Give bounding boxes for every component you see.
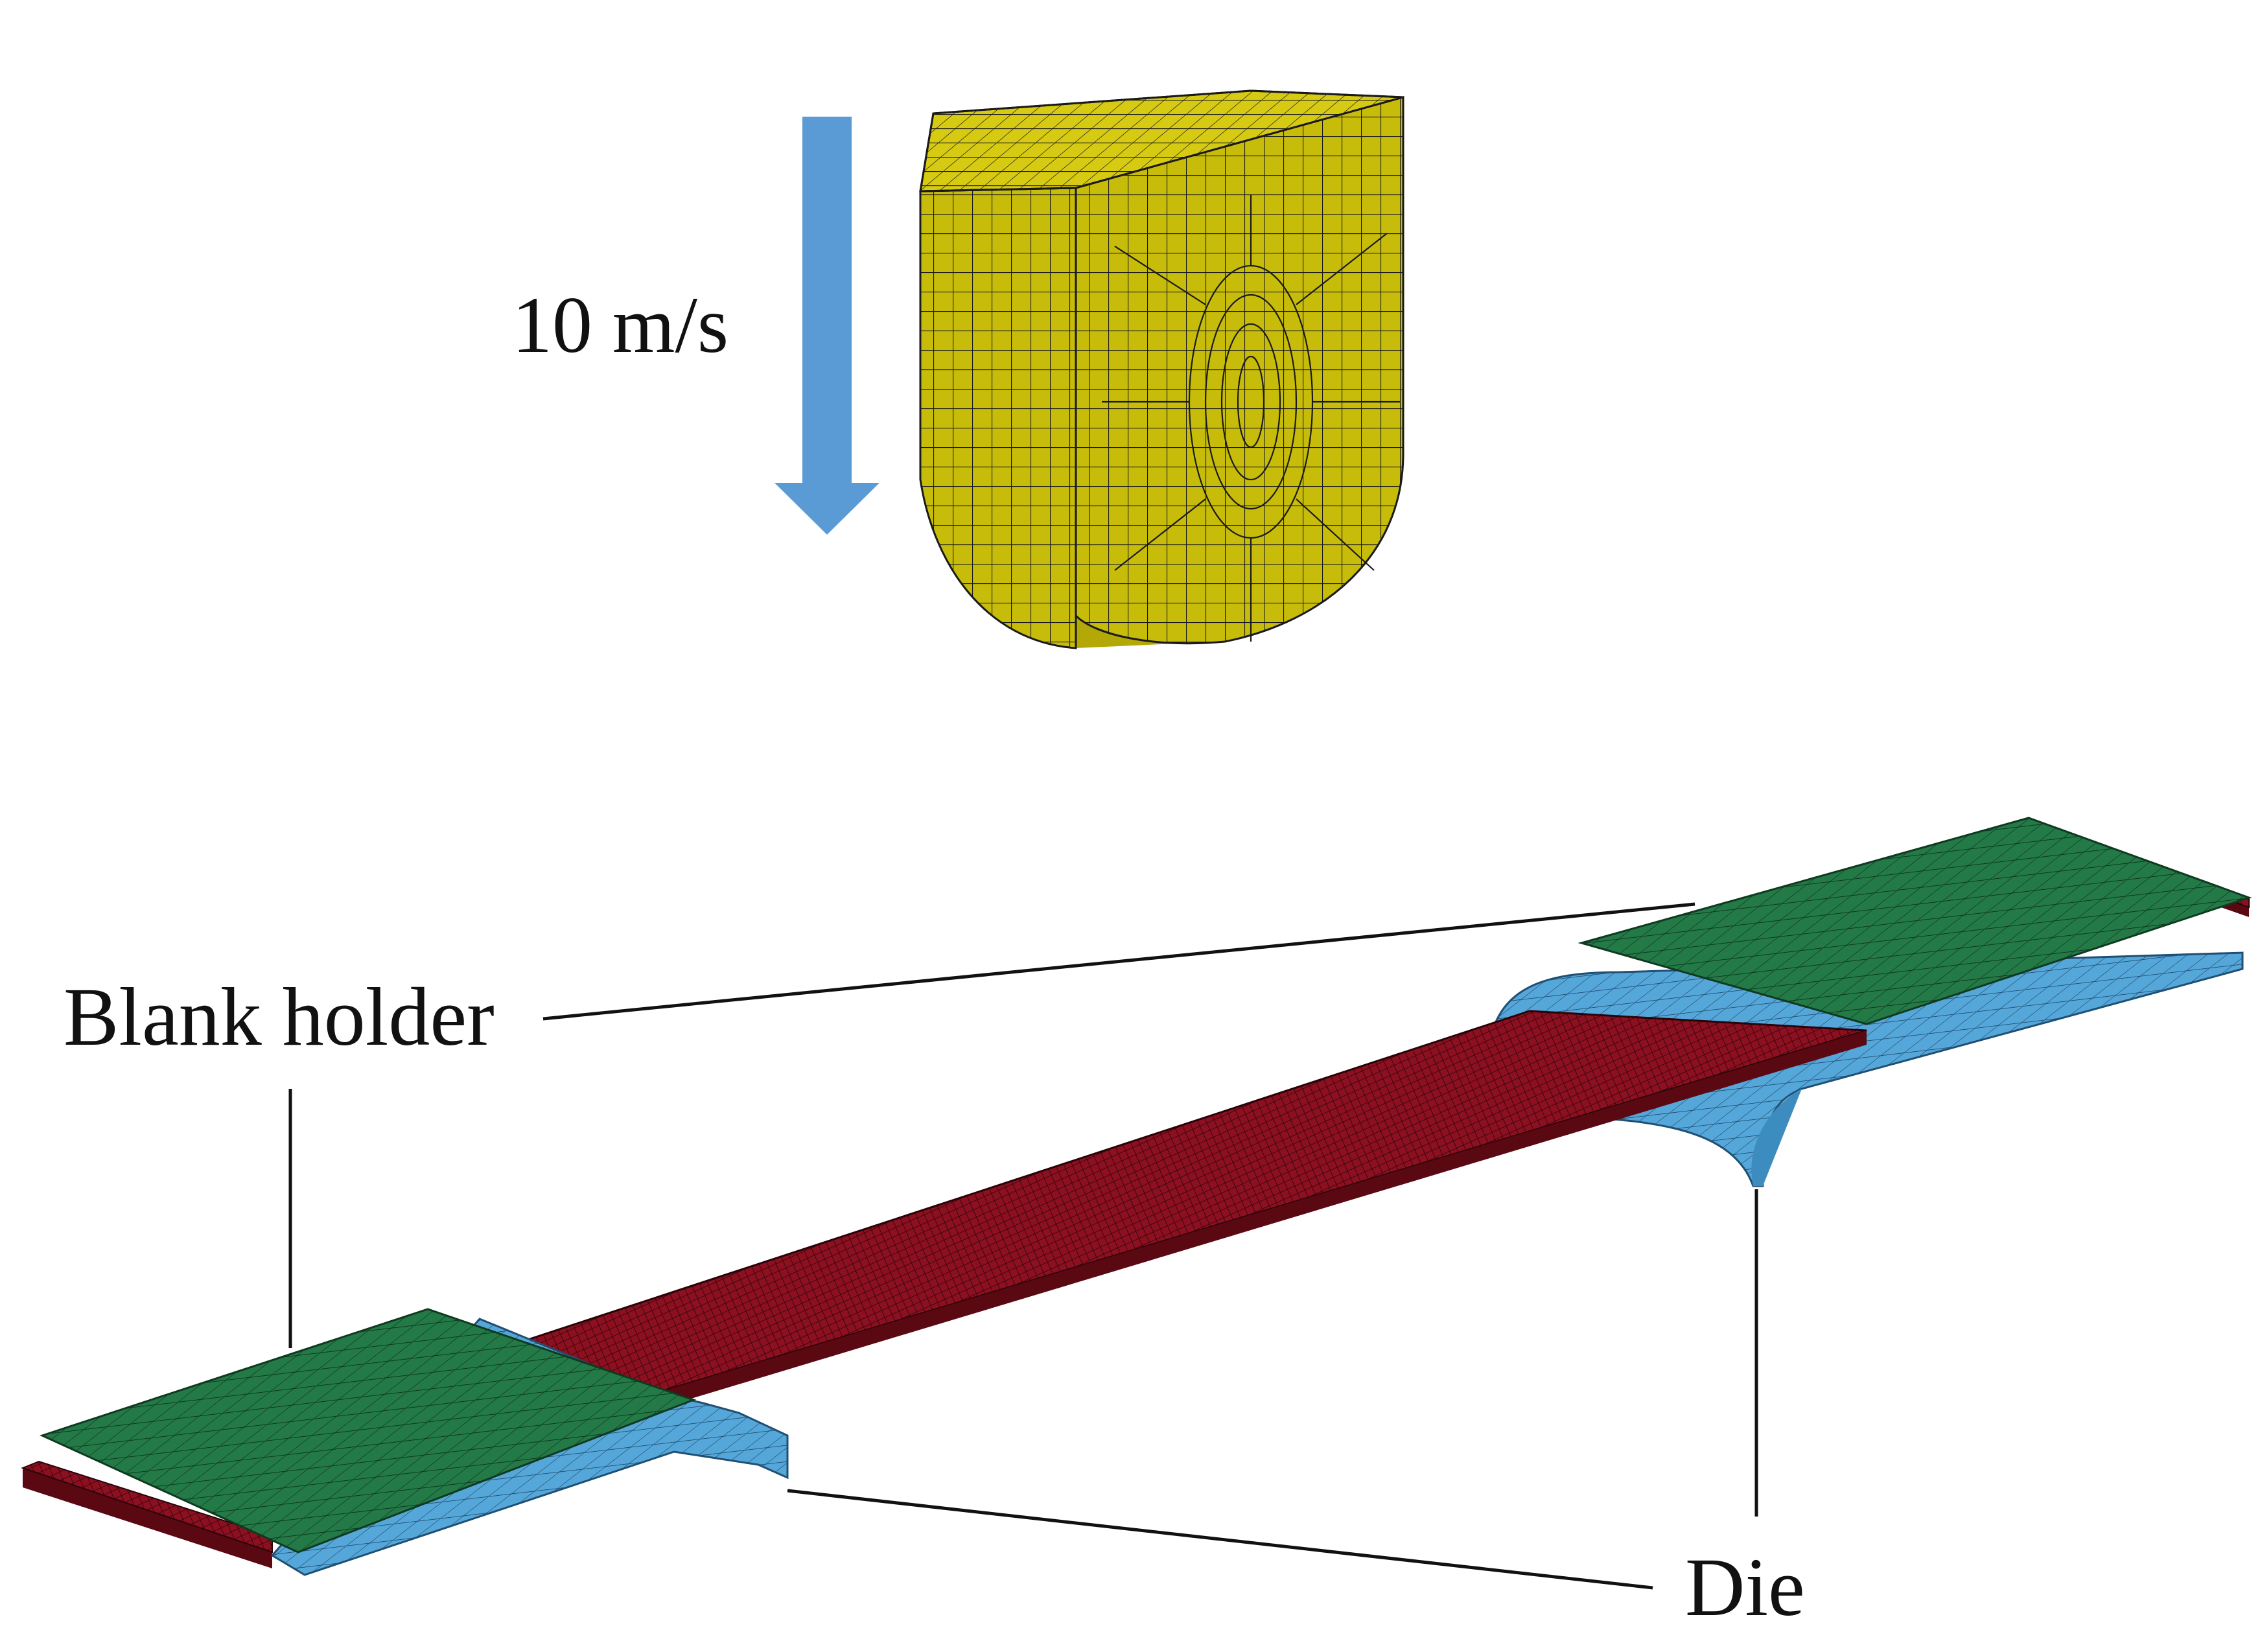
- blank-holder-right: [1578, 817, 2252, 1025]
- leader-die-left: [787, 1489, 1653, 1590]
- velocity-label: 10 m/s: [512, 281, 729, 369]
- blank-holder-label: Blank holder: [64, 971, 495, 1063]
- die-label: Die: [1685, 1541, 1805, 1633]
- leader-blank-holder-right: [542, 902, 1695, 1021]
- punch: [919, 89, 1404, 649]
- punch-rounded-face: [1075, 96, 1404, 645]
- leader-lines: [288, 902, 1758, 1590]
- punch-front-face: [919, 187, 1077, 649]
- velocity-arrow-icon: [775, 117, 880, 535]
- blank-holder-left: [39, 1308, 697, 1553]
